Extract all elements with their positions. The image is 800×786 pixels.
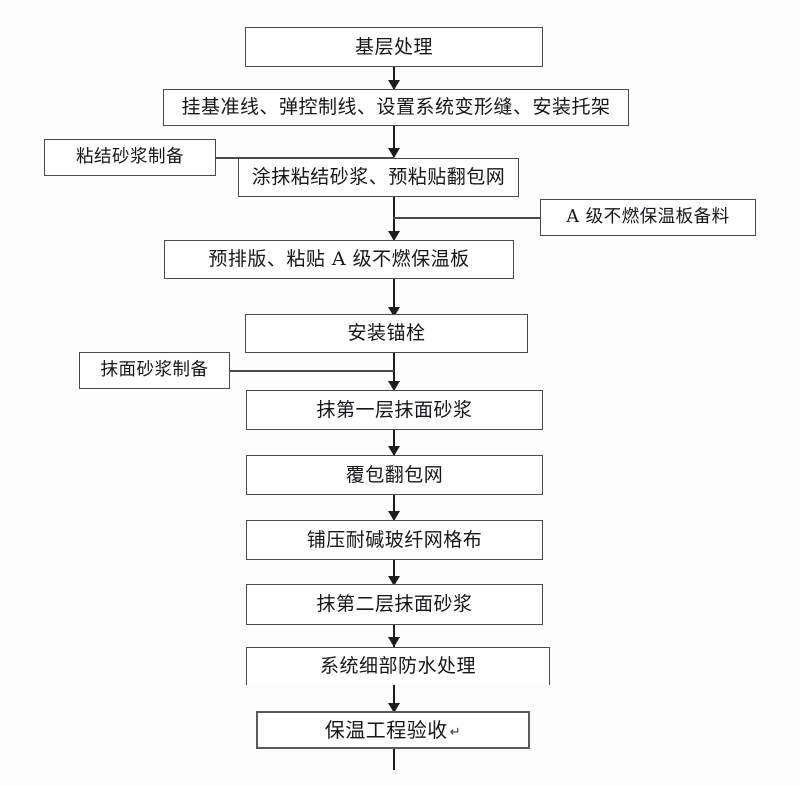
arrowhead-n8-n9	[388, 576, 400, 586]
connector-n11-tail	[393, 748, 395, 770]
node-label: 涂抹粘结砂浆、预粘贴翻包网	[251, 166, 506, 188]
arrowhead-n2-n3	[388, 148, 400, 158]
connector-n4-n5	[393, 278, 395, 316]
node-label: 挂基准线、弹控制线、设置系统变形缝、安装托架	[181, 96, 611, 118]
node-wrap-mesh-covering[interactable]: 覆包翻包网	[246, 455, 543, 495]
node-apply-bonding-mortar[interactable]: 涂抹粘结砂浆、预粘贴翻包网	[238, 158, 519, 197]
connector-n10-n11	[393, 684, 395, 712]
node-install-anchors[interactable]: 安装锚栓	[245, 314, 528, 353]
node-label: 保温工程验收	[324, 718, 448, 742]
connector-n1-n2	[393, 66, 395, 90]
node-label: 安装锚栓	[347, 322, 426, 344]
node-label: 预排版、粘贴 A 级不燃保温板	[208, 248, 470, 270]
node-label: 粘结砂浆制备	[76, 146, 184, 167]
arrowhead-n1-n2	[388, 80, 400, 90]
arrowhead-n4-n5	[388, 307, 400, 317]
node-setup-lines-and-brackets[interactable]: 挂基准线、弹控制线、设置系统变形缝、安装托架	[163, 89, 629, 126]
paragraph-return-mark: ↵	[449, 724, 462, 740]
arrowhead-n3-n4	[388, 231, 400, 241]
connector-n6-n7	[393, 430, 395, 456]
node-label: 铺压耐碱玻纤网格布	[306, 528, 483, 551]
node-system-detail-waterproofing[interactable]: 系统细部防水处理	[246, 647, 550, 685]
node-label: 抹面砂浆制备	[100, 359, 209, 380]
connector-s2-to-trunk	[393, 217, 541, 219]
node-lay-alkali-resistant-mesh[interactable]: 铺压耐碱玻纤网格布	[246, 520, 543, 560]
node-label: 基层处理	[354, 35, 433, 58]
arrowhead-n5-n6	[388, 381, 400, 391]
connector-n7-n8	[393, 495, 395, 521]
node-second-plaster-layer[interactable]: 抹第二层抹面砂浆	[246, 584, 543, 625]
arrowhead-n10-n11	[388, 703, 400, 713]
connector-n9-n10	[393, 625, 395, 647]
node-insulation-project-acceptance[interactable]: 保温工程验收↵	[256, 711, 530, 749]
node-label: A 级不燃保温板备料	[566, 206, 730, 227]
node-label: 覆包翻包网	[345, 463, 444, 486]
connector-n2-n3	[393, 125, 395, 157]
connector-s3-to-trunk	[230, 370, 394, 372]
node-class-a-board-material-prep[interactable]: A 级不燃保温板备料	[540, 199, 756, 236]
node-bonding-mortar-preparation[interactable]: 粘结砂浆制备	[44, 139, 216, 176]
node-label: 抹第二层抹面砂浆	[316, 593, 473, 615]
node-label: 系统细部防水处理	[319, 655, 476, 677]
node-first-plaster-layer[interactable]: 抹第一层抹面砂浆	[246, 390, 543, 430]
connector-n5-n6	[393, 352, 395, 390]
node-label: 抹第一层抹面砂浆	[316, 398, 473, 421]
node-prelayout-and-paste-board[interactable]: 预排版、粘贴 A 级不燃保温板	[164, 240, 514, 279]
node-base-layer-treatment[interactable]: 基层处理	[245, 27, 543, 67]
arrowhead-n6-n7	[388, 446, 400, 456]
node-plastering-mortar-preparation[interactable]: 抹面砂浆制备	[79, 352, 230, 389]
connector-n8-n9	[393, 560, 395, 586]
arrowhead-n9-n10	[388, 637, 400, 647]
arrowhead-n7-n8	[388, 511, 400, 521]
